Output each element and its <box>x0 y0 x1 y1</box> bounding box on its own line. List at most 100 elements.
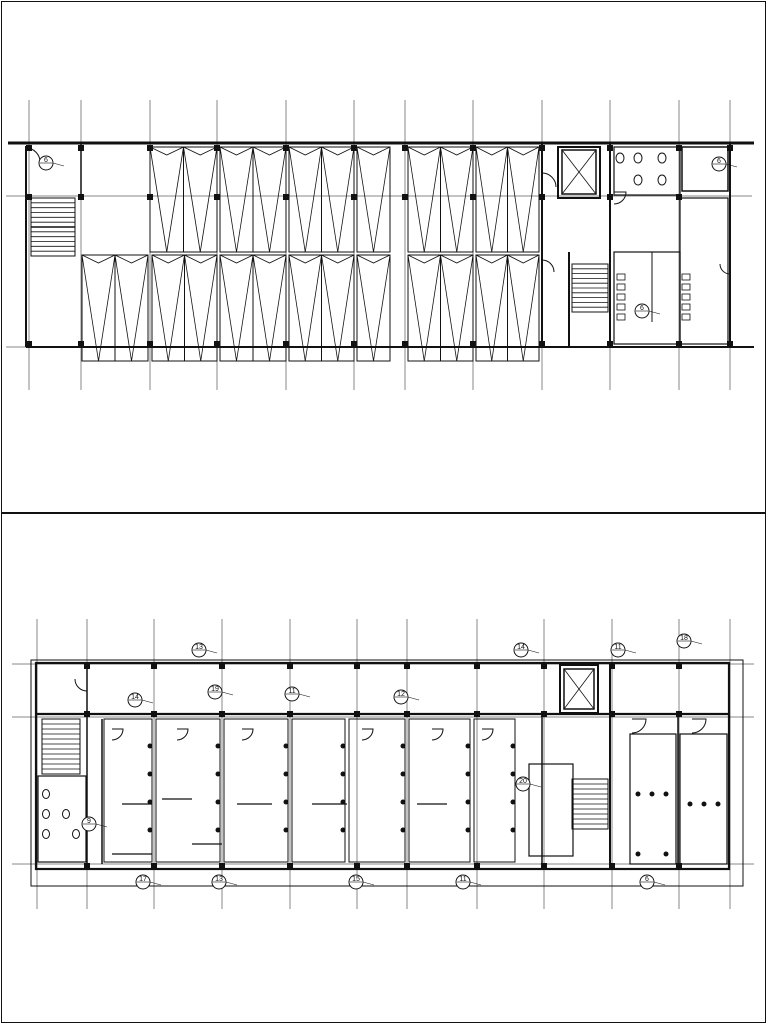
structural-column <box>727 145 733 151</box>
structural-column <box>219 663 225 669</box>
parking-bay <box>356 254 391 362</box>
parking-marking <box>149 146 168 253</box>
parking-marking <box>252 146 270 253</box>
room-tag-label: 11 <box>288 688 295 695</box>
light-fixture <box>649 791 655 797</box>
light-fixture <box>283 771 289 777</box>
parking-marking <box>522 254 540 362</box>
parking-marking <box>183 146 201 253</box>
parking-marking <box>114 254 149 264</box>
parking-marking <box>151 254 169 362</box>
toilet-fixture <box>657 152 667 164</box>
parking-marking <box>252 254 287 264</box>
light-fixture <box>465 799 471 805</box>
room-tag-label: 17 <box>139 876 147 883</box>
parking-marking <box>407 146 425 253</box>
toilet-fixture <box>42 809 50 819</box>
parking-marking <box>491 146 508 253</box>
parking-marking <box>114 254 132 362</box>
room-tag-leader <box>205 649 218 654</box>
structural-column <box>26 194 32 200</box>
light-fixture <box>215 771 221 777</box>
light-fixture <box>510 771 516 777</box>
parking-marking <box>288 254 322 264</box>
parking-marking <box>98 254 116 362</box>
light-fixture <box>215 743 221 749</box>
desk <box>616 293 626 301</box>
structural-column <box>539 341 545 347</box>
parking-marking <box>337 146 355 253</box>
structural-column <box>404 863 410 869</box>
parking-marking <box>356 146 374 253</box>
structural-column <box>219 863 225 869</box>
room-tag-leader <box>225 881 238 886</box>
room-tag-label: 13 <box>215 876 223 883</box>
parking-marking <box>407 146 441 156</box>
room-tag-leader <box>52 162 65 167</box>
service-room <box>681 146 729 192</box>
light-fixture <box>465 743 471 749</box>
stair-outline <box>41 718 81 775</box>
office-room <box>473 718 516 863</box>
parking-marking <box>522 146 540 253</box>
parking-marking <box>219 146 237 253</box>
parking-marking <box>440 254 458 362</box>
office-room <box>155 718 221 863</box>
room-tag-leader <box>469 881 482 886</box>
lift-lobby-wall <box>557 146 601 199</box>
desk <box>681 293 691 301</box>
structural-column <box>84 863 90 869</box>
room-tag-label: 12 <box>397 691 405 698</box>
room-tag-leader <box>407 696 420 701</box>
light-fixture <box>663 791 669 797</box>
structural-column <box>354 663 360 669</box>
parking-marking <box>321 254 355 264</box>
building-envelope <box>34 661 731 871</box>
structural-column <box>287 711 293 717</box>
room-tag-leader <box>141 699 154 704</box>
door-swing <box>74 678 88 692</box>
light-fixture <box>283 743 289 749</box>
door-swing <box>431 728 444 741</box>
door-swing <box>613 191 627 205</box>
light-fixture <box>340 827 346 833</box>
room-tag-label: 6 <box>645 876 649 883</box>
parking-marking <box>373 146 391 253</box>
office-room <box>348 718 406 863</box>
structural-column <box>607 145 613 151</box>
parking-marking <box>236 254 254 362</box>
parking-marking <box>199 146 218 253</box>
light-fixture <box>147 771 153 777</box>
parking-marking <box>356 254 374 362</box>
light-fixture <box>147 799 153 805</box>
parking-marking <box>252 254 270 362</box>
toilet-fixture <box>42 789 50 799</box>
desk <box>681 273 691 281</box>
parking-marking <box>304 254 322 362</box>
light-fixture <box>147 743 153 749</box>
structural-column <box>609 711 615 717</box>
door-swing <box>541 259 555 273</box>
structural-column <box>676 711 682 717</box>
door-swing <box>541 172 557 188</box>
light-fixture <box>510 827 516 833</box>
parking-marking <box>321 254 339 362</box>
stair-hall <box>528 763 574 857</box>
parking-marking <box>507 254 540 264</box>
room-tag-leader <box>624 649 637 654</box>
parking-marking <box>166 146 184 253</box>
desk <box>616 313 626 321</box>
structural-column <box>539 194 545 200</box>
parking-marking <box>507 146 524 253</box>
structural-column <box>78 145 84 151</box>
room-tag-label: 6 <box>44 157 48 164</box>
light-fixture <box>340 771 346 777</box>
room-tag-label: 6 <box>640 305 644 312</box>
room-tag-leader <box>527 649 540 654</box>
structural-column <box>676 145 682 151</box>
structural-column <box>287 863 293 869</box>
structural-column <box>541 711 547 717</box>
room-tag-label: 11 <box>459 876 466 883</box>
